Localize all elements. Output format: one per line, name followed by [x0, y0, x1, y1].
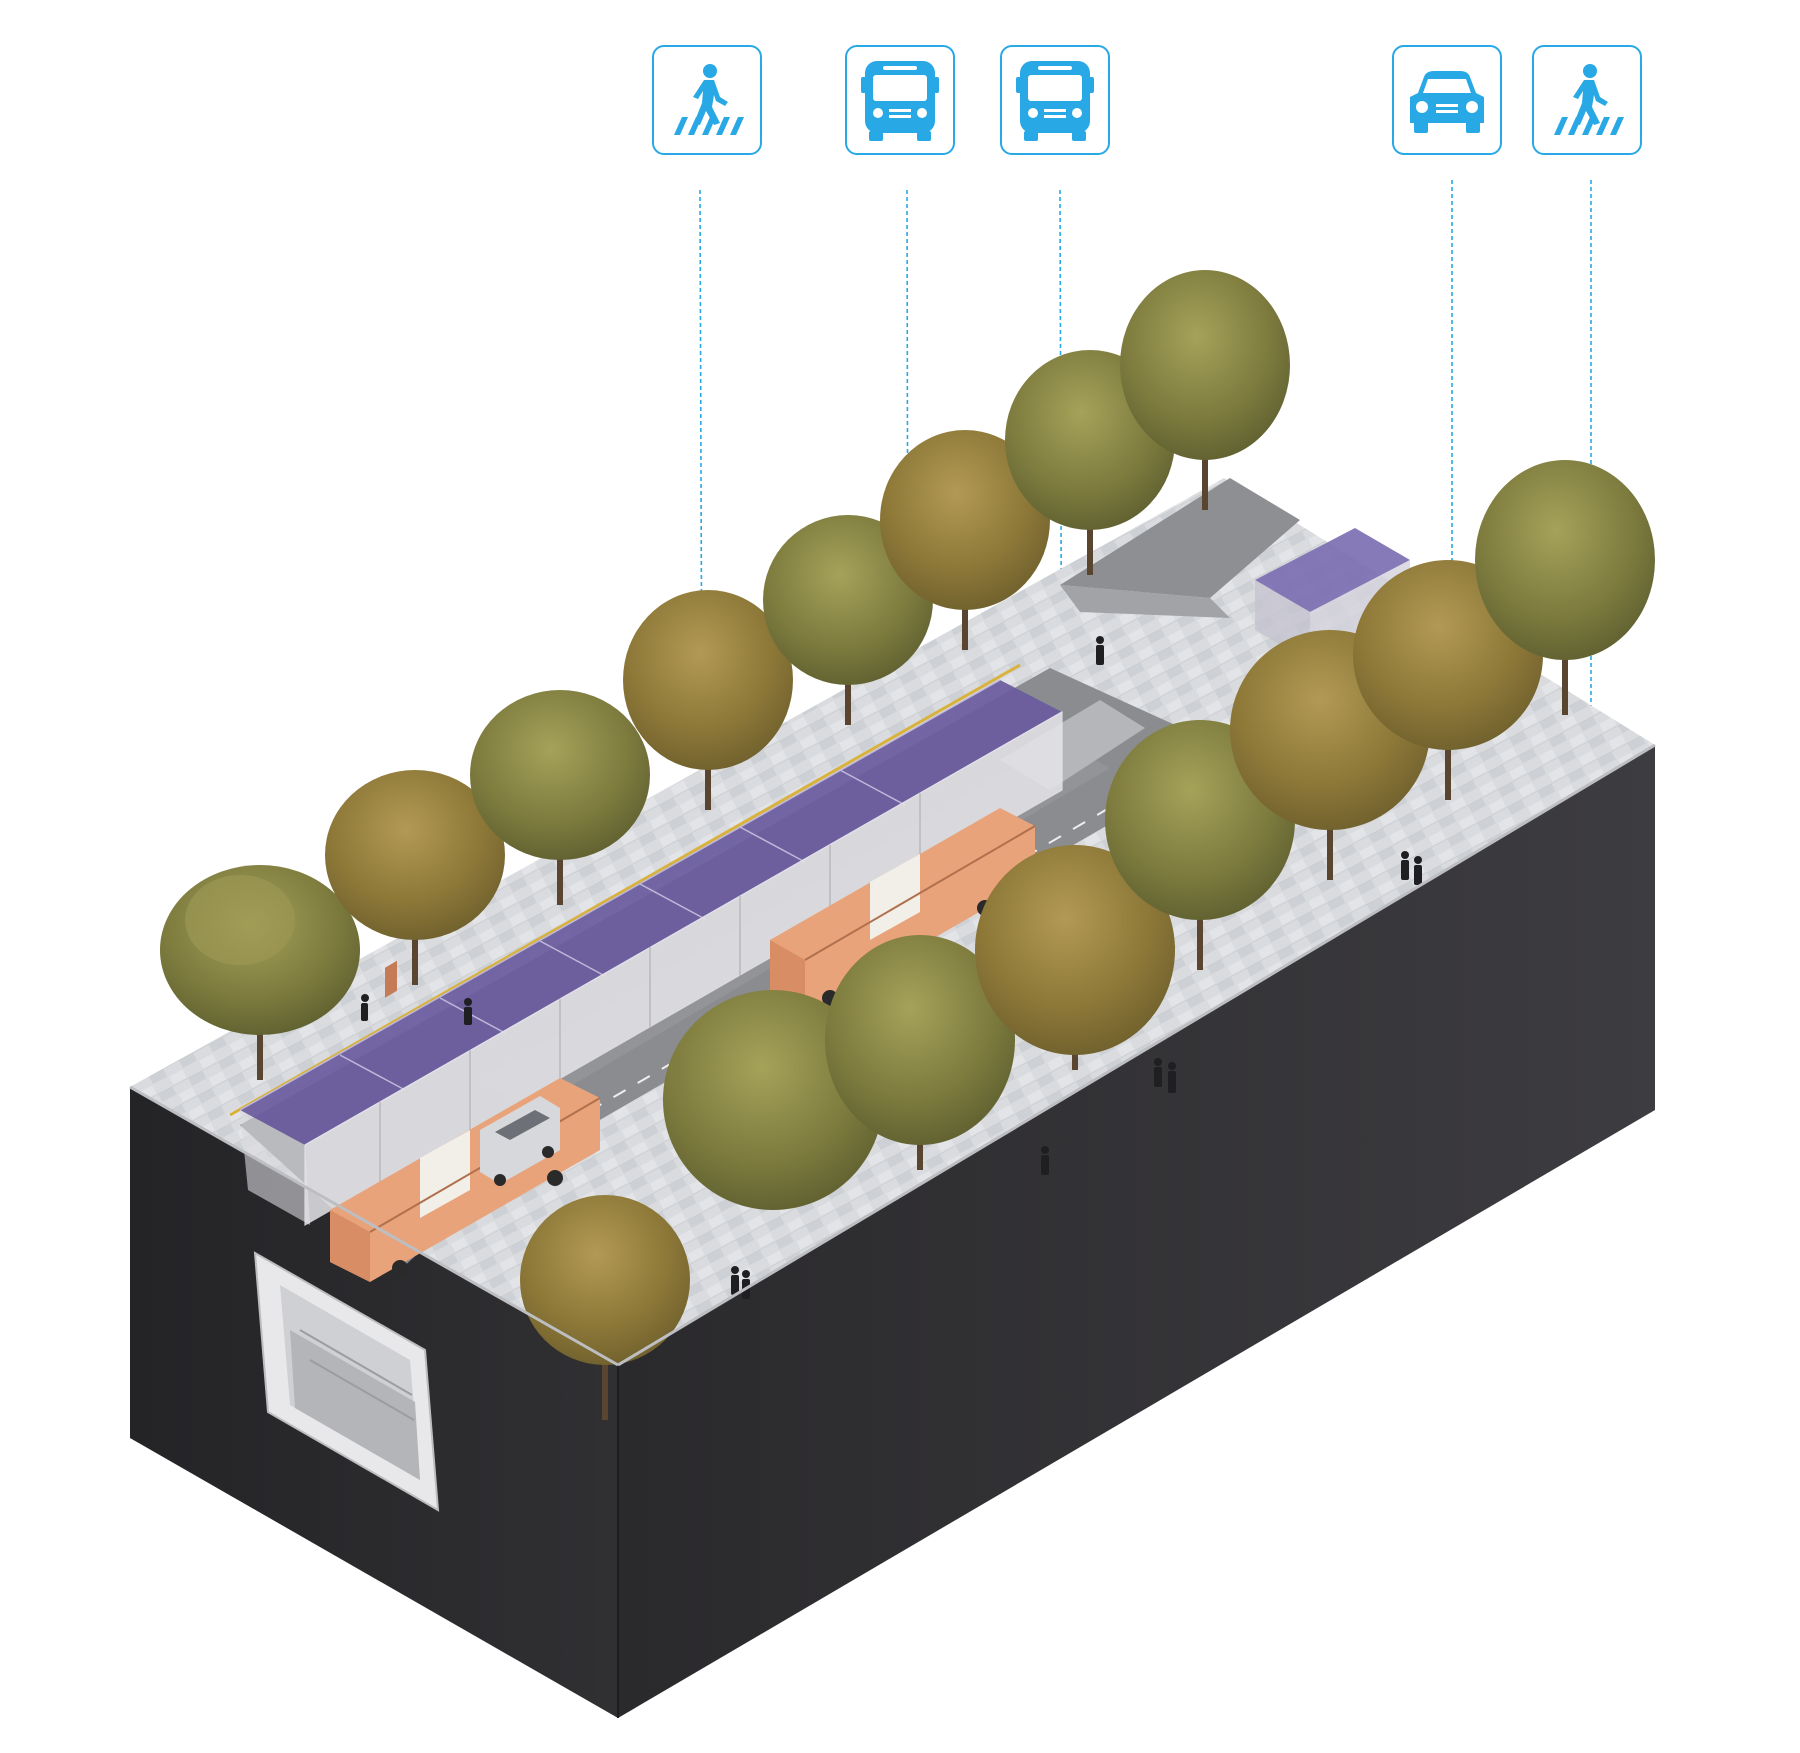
tree: [1120, 270, 1290, 510]
pedestrian: [742, 1270, 750, 1299]
upper-roadway: [1060, 478, 1300, 598]
bus-icon: [861, 61, 939, 141]
car-icon: [1410, 71, 1484, 133]
pedestrian: [731, 1266, 739, 1295]
icon-tile-pedestrian-left: [652, 45, 762, 155]
pedestrian-crossing-icon: [674, 64, 744, 135]
tree: [623, 590, 793, 810]
bus-icon: [1016, 61, 1094, 141]
tree-row-back: [160, 270, 1290, 1080]
tree: [470, 690, 650, 905]
pedestrian: [1401, 851, 1409, 880]
icon-tile-car: [1392, 45, 1502, 155]
pedestrian: [1154, 1058, 1162, 1087]
tree: [520, 1195, 690, 1420]
tree: [1475, 460, 1655, 715]
block-right-face: [618, 745, 1655, 1718]
icon-tile-bus-2: [1000, 45, 1110, 155]
parked-car: [480, 1096, 560, 1186]
icon-tile-pedestrian-right: [1532, 45, 1642, 155]
bus-shelter-canopy: [239, 679, 1063, 1227]
pedestrian: [1096, 636, 1104, 665]
tree: [160, 865, 360, 1080]
icon-tile-bus-1: [845, 45, 955, 155]
tree-row-front: [520, 460, 1655, 1420]
pedestrian: [1414, 856, 1422, 885]
pedestrian: [1168, 1062, 1176, 1093]
tree: [975, 845, 1175, 1070]
tree: [325, 770, 505, 985]
pedestrian-crossing-icon: [1554, 64, 1624, 135]
tree: [880, 430, 1050, 650]
tree: [825, 935, 1015, 1170]
pedestrians: [361, 636, 1422, 1299]
pedestrian: [1041, 1146, 1049, 1175]
pedestrian: [361, 994, 369, 1021]
pedestrian: [464, 998, 472, 1025]
underground-passage: [253, 1251, 440, 1512]
